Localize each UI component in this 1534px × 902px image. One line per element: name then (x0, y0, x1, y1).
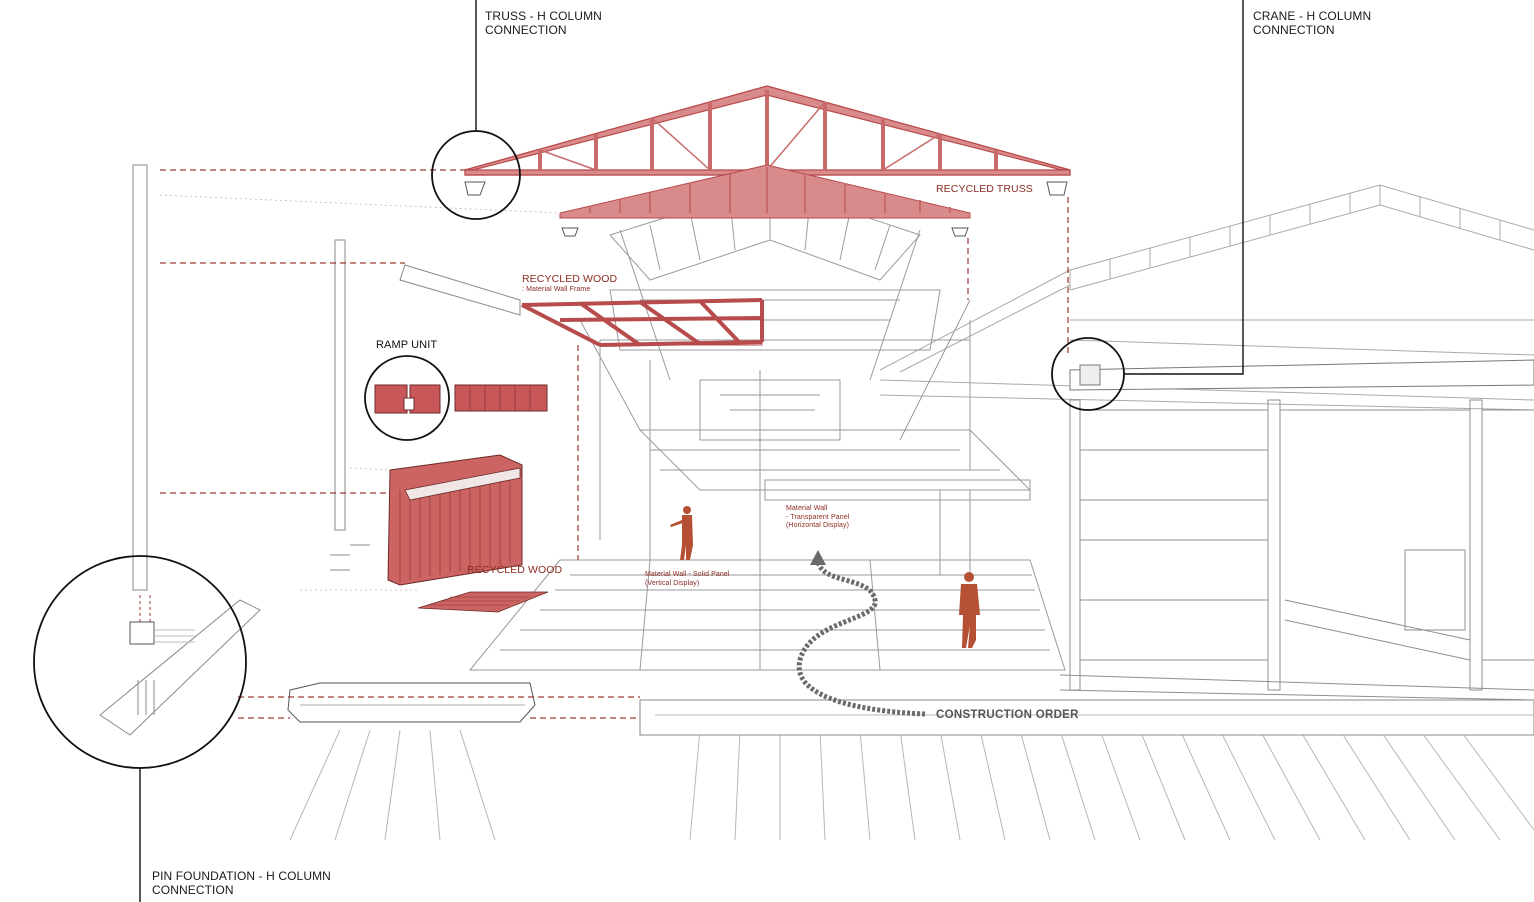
truss-callout (431, 0, 521, 220)
left-columns (132, 164, 521, 591)
crane-callout (1051, 0, 1244, 411)
mid-truss-supports (561, 227, 969, 237)
pin-detail-icon (129, 595, 195, 715)
middle-recycled-truss (559, 164, 971, 219)
callout-truss-line1: TRUSS - H COLUMN (485, 9, 602, 23)
recycled-truss-label: RECYCLED TRUSS (936, 183, 1033, 195)
recycled-wood-wall-panel (387, 454, 523, 586)
person-figure-left (670, 506, 693, 560)
construction-order-arrow (796, 550, 926, 717)
ramp-unit-icon (364, 355, 548, 441)
dashed-guides (160, 169, 1069, 719)
construction-order-label: CONSTRUCTION ORDER (936, 709, 1079, 721)
recycled-wood-frame (521, 298, 764, 347)
callout-crane-label: CRANE - H COLUMN CONNECTION (1253, 9, 1371, 37)
transparent-panel-line2: - Transparent Panel (786, 513, 850, 521)
ground-slats (289, 729, 1534, 841)
right-building-roof (879, 184, 1534, 411)
callout-pin-line1: PIN FOUNDATION - H COLUMN (152, 869, 331, 883)
callout-crane-line2: CONNECTION (1253, 23, 1335, 37)
transparent-panel-label: Material Wall - Transparent Panel (Horiz… (786, 505, 849, 531)
transparent-panel-line1: Material Wall (786, 505, 828, 512)
pin-foundation-callout (33, 555, 247, 902)
central-hall (468, 229, 1066, 671)
callout-truss-label: TRUSS - H COLUMN CONNECTION (485, 9, 602, 37)
solid-panel-line2: (Vertical Display) (645, 579, 700, 587)
transparent-panel-line3: (Horizontal Display) (786, 522, 850, 529)
crane-beam (1069, 359, 1534, 391)
ramp-unit-label: RAMP UNIT (376, 339, 438, 351)
callout-pin-line2: CONNECTION (152, 883, 234, 897)
callout-crane-line1: CRANE - H COLUMN (1253, 9, 1372, 23)
recycled-wood-frame-label: RECYCLED WOOD (522, 273, 618, 285)
foundation-beams (99, 599, 1534, 736)
recycled-wood-lower-label: RECYCLED WOOD (467, 564, 563, 576)
solid-panel-label: Material Wall - Solid Panel (Vertical Di… (645, 571, 730, 588)
callout-pin-label: PIN FOUNDATION - H COLUMN CONNECTION (152, 869, 331, 897)
recycled-wood-floor-panel (417, 591, 549, 613)
callout-truss-line2: CONNECTION (485, 23, 567, 37)
right-building-walls (1059, 399, 1534, 701)
person-figure-right (959, 572, 980, 648)
solid-panel-line1: Material Wall - Solid Panel (645, 571, 730, 578)
recycled-wood-frame-sublabel: : Material Wall Frame (522, 286, 591, 293)
truss-support-left-icon (464, 181, 1068, 196)
thin-grey-guides (159, 194, 561, 591)
